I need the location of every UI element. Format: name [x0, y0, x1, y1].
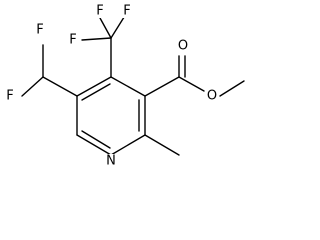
atom-f-top-right: F — [69, 33, 76, 48]
bond-cf3-f-top-right — [81, 37, 112, 41]
bond-ring-n-c6-inner — [81, 130, 111, 149]
bond-oxygen-methyl — [219, 80, 245, 97]
bond-ring-chf2 — [42, 76, 78, 97]
atom-labels: F F F F F O O N — [4, 4, 219, 169]
label-bg-o-carbonyl — [176, 39, 190, 53]
label-bg-f-chf2-upper — [34, 23, 46, 37]
atom-n-ring: N — [106, 154, 116, 169]
atom-f-chf2-lower: F — [6, 89, 13, 104]
bond-cf3-f-top-left — [99, 17, 112, 39]
bond-ring-c5-c4 — [76, 76, 112, 97]
bond-ring-n-c6 — [76, 134, 112, 156]
bond-chf2-f-lower — [21, 76, 44, 97]
label-bg-f-top-right — [67, 33, 79, 47]
bond-ring-ester-carbon — [144, 76, 180, 97]
atom-o-ester: O — [207, 89, 217, 104]
label-bg-f-top-left — [94, 4, 106, 18]
molecule-structure: F F F F F O O N — [4, 3, 245, 169]
bond-ring-c4-c3 — [110, 76, 146, 97]
bond-group — [21, 13, 245, 156]
atom-o-carbonyl: O — [178, 39, 188, 54]
atom-f-chf2-upper: F — [36, 23, 43, 38]
bond-ester-oxygen — [178, 76, 205, 92]
label-bg-n-ring — [104, 154, 118, 168]
bond-ring-c5-c4-inner — [81, 83, 111, 101]
bond-ring-c2-n — [110, 134, 146, 156]
label-bg-f-top-center — [121, 4, 133, 18]
atom-f-top-center: F — [123, 4, 130, 19]
bond-ring-methyl — [144, 134, 180, 156]
label-bg-f-chf2-lower — [4, 89, 16, 103]
label-bg-o-ester — [205, 89, 219, 103]
atom-f-top-left: F — [96, 4, 103, 19]
